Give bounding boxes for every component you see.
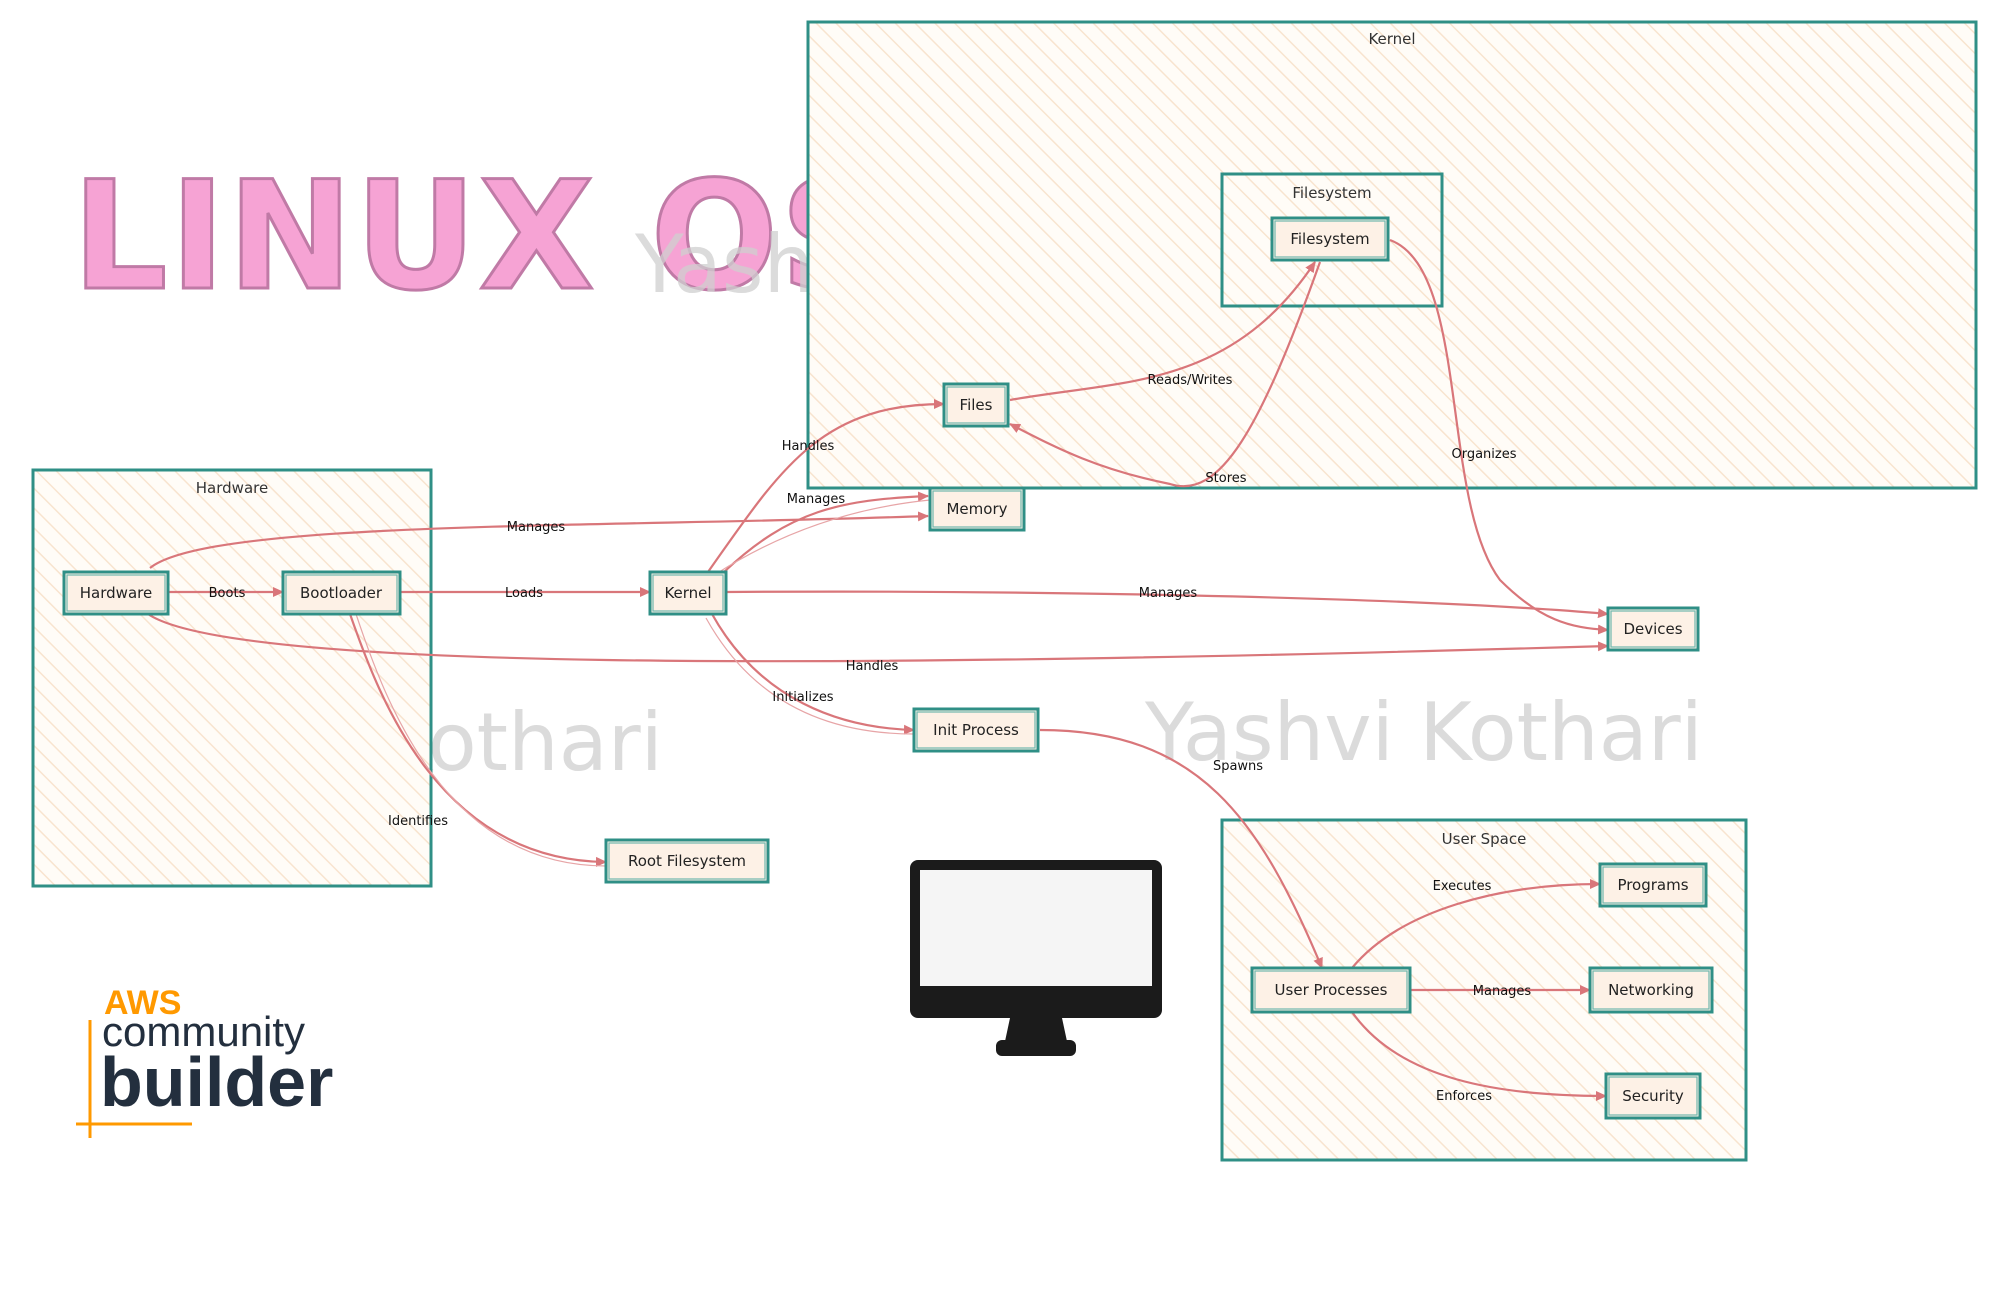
edge-hw-manages-memory: [149, 511, 929, 569]
node-label: Programs: [1617, 876, 1688, 894]
node-files[interactable]: Files: [942, 382, 1010, 428]
edge-label: Handles: [846, 659, 899, 674]
edge-label: Stores: [1205, 471, 1246, 486]
edge-organizes: [1389, 238, 1609, 635]
node-label: Init Process: [933, 721, 1019, 739]
edge-reads-writes: [1009, 261, 1316, 402]
edge-labels: Boots Loads Manages Handles Identifies H…: [209, 373, 1532, 1104]
node-user-processes[interactable]: User Processes: [1250, 966, 1412, 1014]
node-label: Bootloader: [300, 584, 383, 602]
edge-kernel-manages-devices: [725, 590, 1609, 619]
node-init-process[interactable]: Init Process: [912, 707, 1040, 753]
node-label: Kernel: [664, 584, 711, 602]
node-bootloader[interactable]: Bootloader: [281, 570, 402, 616]
node-label: Hardware: [80, 584, 152, 602]
node-label: Memory: [946, 500, 1007, 518]
aws-community-builder-logo: AWS community builder: [76, 984, 333, 1138]
edge-kernel-manages-memory: [723, 491, 929, 573]
edge-label: Executes: [1433, 879, 1492, 894]
node-label: Networking: [1608, 981, 1694, 999]
edge-executes: [1351, 879, 1601, 969]
edge-spawns: [1039, 728, 1324, 969]
edge-label: Reads/Writes: [1148, 373, 1233, 388]
edge-hw-handles-devices: [147, 613, 1609, 663]
node-security[interactable]: Security: [1604, 1072, 1702, 1120]
edge-label: Manages: [1473, 984, 1532, 999]
edge-label: Organizes: [1451, 447, 1516, 462]
node-label: Devices: [1623, 620, 1682, 638]
node-label: Root Filesystem: [628, 852, 746, 870]
node-label: User Processes: [1275, 981, 1388, 999]
node-kernel[interactable]: Kernel: [648, 570, 728, 616]
edge-label: Manages: [507, 520, 566, 535]
edge-enforces: [1351, 1011, 1607, 1101]
edge-kernel-handles-files: [707, 399, 945, 573]
cluster-hardware: Hardware: [31, 468, 433, 888]
node-root-filesystem[interactable]: Root Filesystem: [604, 838, 770, 884]
cluster-hardware-title: Hardware: [196, 479, 268, 497]
node-label: Security: [1622, 1087, 1684, 1105]
cluster-user-space-title: User Space: [1442, 830, 1527, 848]
node-programs[interactable]: Programs: [1598, 862, 1708, 908]
node-memory[interactable]: Memory: [928, 486, 1026, 532]
edge-label: Manages: [1139, 586, 1198, 601]
aws-logo-text: AWS: [104, 984, 181, 1022]
edge-label: Manages: [787, 492, 846, 507]
edge-label: Identifies: [388, 814, 448, 829]
edge-label: Spawns: [1213, 759, 1263, 774]
watermark: Yashvi Kothari: [1144, 686, 1703, 779]
edge-label: Initializes: [772, 690, 833, 705]
monitor-icon: [910, 860, 1162, 1056]
page-title: LINUX OS: [72, 150, 890, 324]
edge-identifies: [348, 613, 607, 867]
edge-label: Loads: [505, 586, 543, 601]
node-filesystem[interactable]: Filesystem: [1270, 216, 1390, 262]
cluster-filesystem-title: Filesystem: [1292, 184, 1371, 202]
node-devices[interactable]: Devices: [1606, 606, 1700, 652]
builder-text: builder: [100, 1043, 333, 1121]
cluster-filesystem: Filesystem: [1220, 172, 1444, 308]
node-networking[interactable]: Networking: [1588, 966, 1714, 1014]
edge-initializes: [711, 613, 915, 735]
edge-label: Boots: [209, 586, 246, 601]
edges: [147, 238, 1609, 1101]
edge-stores: [1009, 261, 1322, 488]
edge-label: Handles: [782, 439, 835, 454]
community-text: community: [102, 1008, 305, 1055]
cluster-kernel-title: Kernel: [1368, 30, 1415, 48]
node-label: Filesystem: [1290, 230, 1369, 248]
edge-label: Enforces: [1436, 1089, 1492, 1104]
node-hardware[interactable]: Hardware: [62, 570, 170, 616]
node-label: Files: [960, 396, 993, 414]
